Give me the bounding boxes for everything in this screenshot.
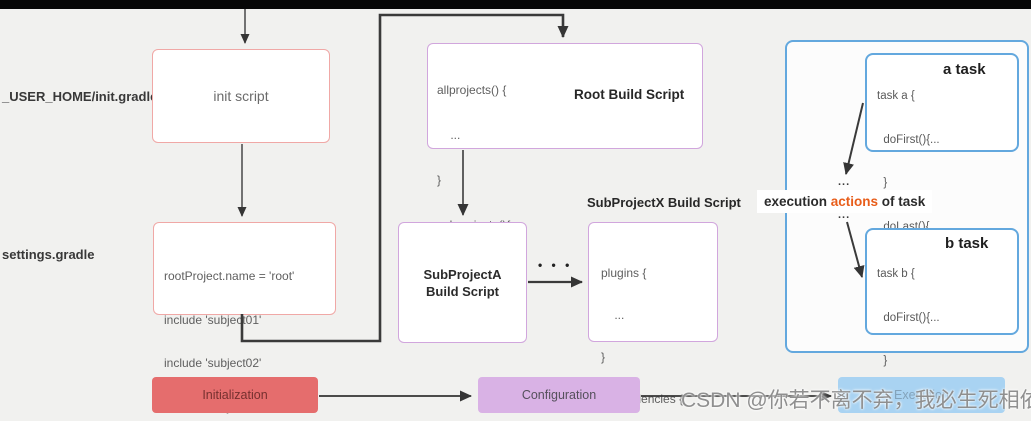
caption-pre: execution [764,194,831,209]
phase-execution: Execution [838,377,1005,413]
caption-actions-highlight: actions [830,194,879,209]
csdn-watermark: CSDN @你若不离不弃，我必生死相依 [681,389,1031,412]
top-black-bar [0,0,1031,9]
settings-code-line: include 'subject01' [164,312,262,327]
task-b-title: b task [945,235,989,252]
init-script-text: init script [213,88,269,104]
task-a-code-line: doFirst(){... [877,133,940,146]
task-a-box: task a { doFirst(){... } doLast(){... } … [865,53,1019,320]
subproject-a-line2: Build Script [426,283,499,299]
subproject-a-title: SubProjectA Build Script [423,266,501,300]
root-code-line: ... [437,128,461,142]
root-build-script-box: allprojects() { ... } subprojects(){ ...… [427,43,703,322]
phase-initialization: Initialization [152,377,318,413]
settings-gradle-path-label: settings.gradle [2,247,95,262]
task-b-code-line: } [877,355,888,367]
task-a-code-line: task a { [877,90,915,102]
phase-execution-label: Execution [894,388,949,402]
subproject-a-box: SubProjectA Build Script [398,222,527,343]
ellipsis-below-caption: ... [838,209,851,221]
settings-gradle-box: rootProject.name = 'root' include 'subje… [153,222,336,414]
subx-code-line: } [601,350,606,364]
settings-code-line: include 'subject02' [164,356,262,370]
subproject-x-box: plugins { ... } dependencies { ... } [588,222,718,406]
task-b-code-line: task b { [877,268,915,280]
settings-code-line: rootProject.name = 'root' [164,269,295,283]
task-b-box: task b { doFirst(){... } doLast(){... } … [865,228,1019,411]
init-script-box: init script [152,49,330,143]
subproject-a-line1: SubProjectA [423,266,502,282]
task-a-title: a task [943,61,986,78]
subproject-x-label: SubProjectX Build Script [587,195,741,210]
task-a-code-line: } [877,177,888,189]
subx-code-line: plugins { [601,266,647,280]
execution-actions-caption: execution actions of task [757,190,933,213]
caption-post: of task [878,194,926,209]
subx-code-line: ... [601,308,625,322]
ellipsis-above-caption: ... [838,176,851,188]
root-build-script-title: Root Build Script [574,87,685,102]
ellipsis-between-subprojects: • • • [538,258,573,272]
task-b-code-line: doFirst(){... [877,311,940,324]
phase-configuration: Configuration [478,377,640,413]
root-code-line: } [437,173,442,187]
init-gradle-path-label: _USER_HOME/init.gradle [2,89,158,104]
